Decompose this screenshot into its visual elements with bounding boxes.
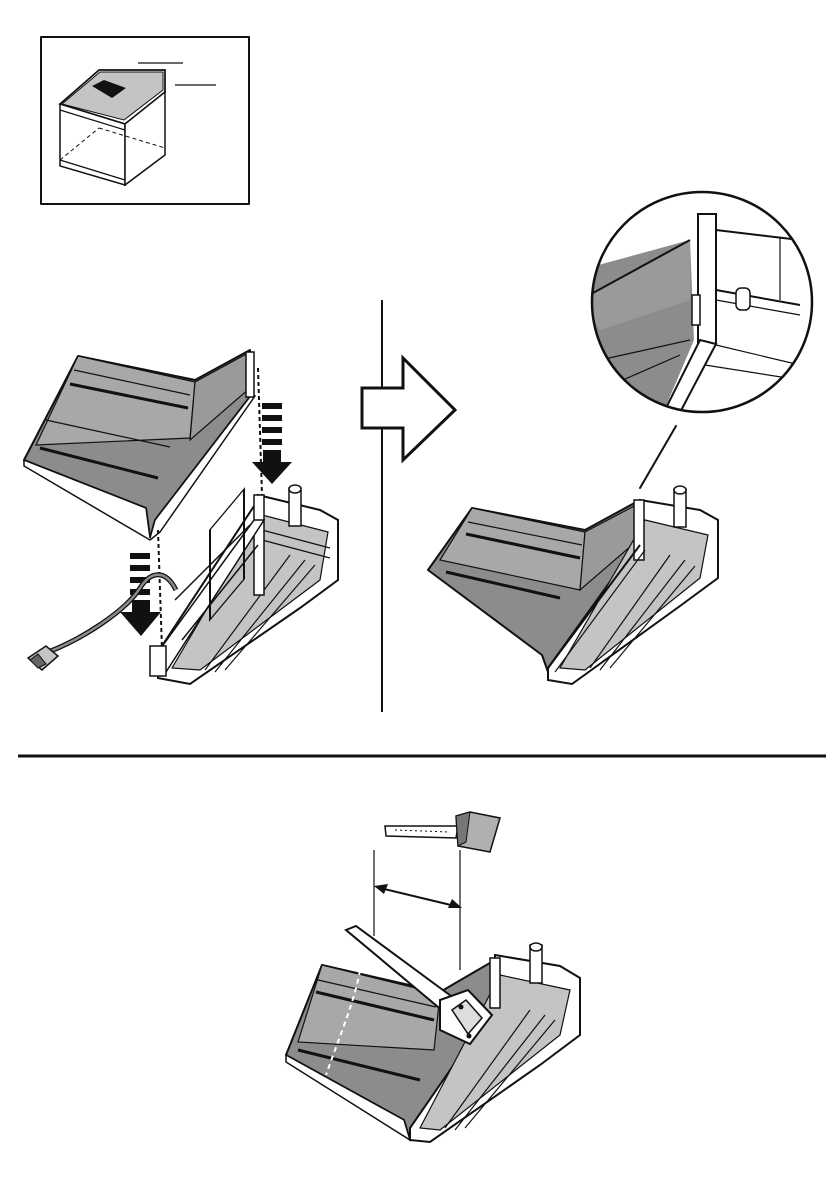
corner-tray-part <box>24 350 255 540</box>
arrow-right-icon <box>362 358 455 460</box>
assembled-corner-tray <box>428 426 718 684</box>
cabinet-location-inset <box>41 37 249 204</box>
magnifier-circle <box>580 192 812 420</box>
arrow-down-icon <box>120 553 161 636</box>
base-frame-part <box>150 485 338 684</box>
tape-measure-icon <box>385 812 500 852</box>
arrow-down-icon <box>252 403 292 484</box>
corner-tray-insert-step <box>24 350 338 684</box>
measure-and-cut-step <box>286 812 580 1142</box>
